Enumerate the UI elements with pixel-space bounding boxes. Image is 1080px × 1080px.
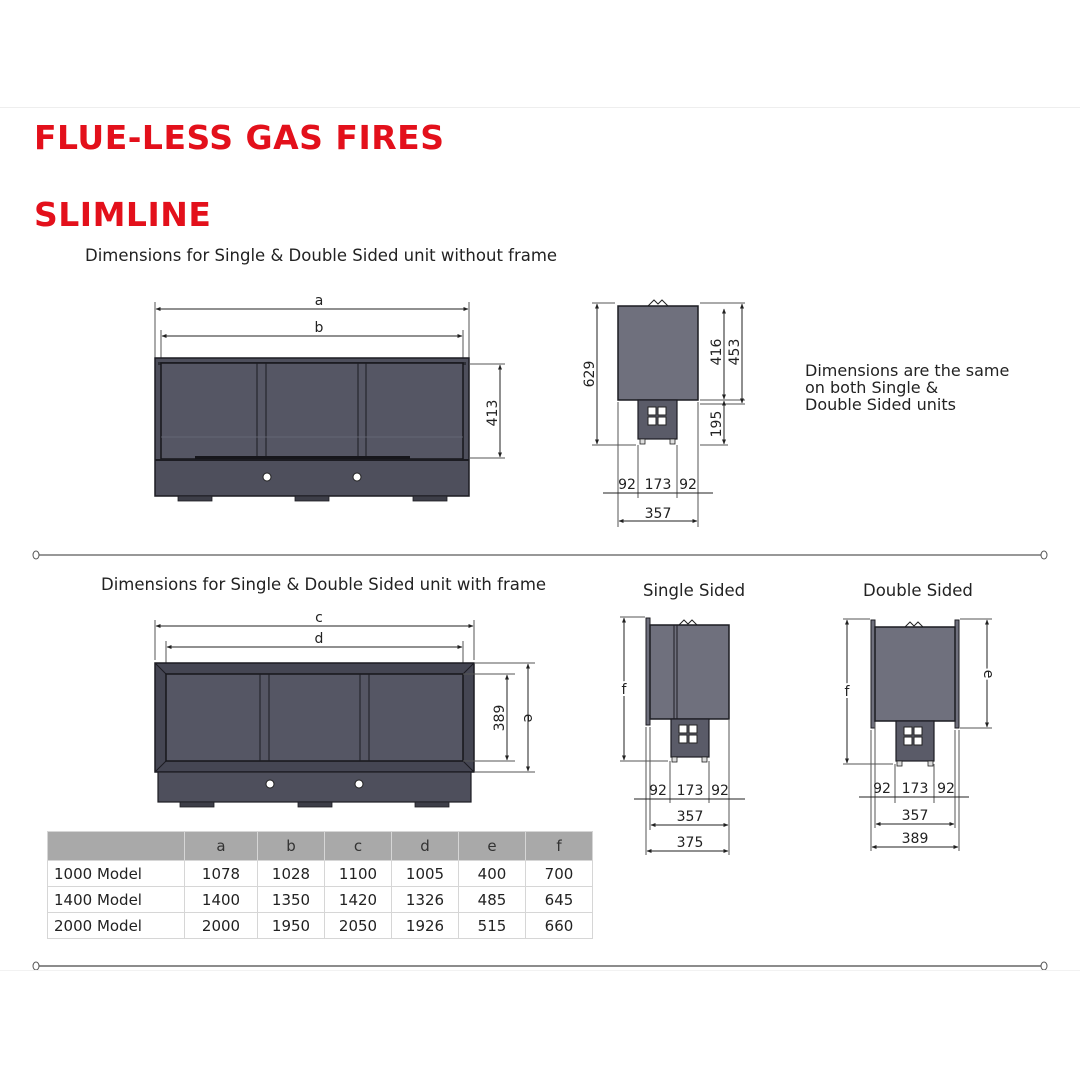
dim-173-single-label: 173	[677, 783, 704, 799]
dim-416-label: 416	[709, 339, 725, 366]
dim-b-label: b	[315, 320, 324, 336]
table-cell: 400	[458, 860, 526, 887]
dim-413-label: 413	[485, 400, 501, 427]
dim-d-label: d	[315, 631, 324, 647]
dim-173-label: 173	[645, 477, 672, 493]
double-sided-label: Double Sided	[863, 581, 973, 600]
table-cell: 700	[525, 860, 593, 887]
dim-389-double-label: 389	[902, 831, 929, 847]
table-cell: 1078	[184, 860, 258, 887]
dim-375-single-label: 375	[677, 835, 704, 851]
column-header-d: d	[391, 831, 459, 861]
single-sided-view	[620, 616, 745, 855]
dim-c-label: c	[315, 610, 323, 626]
dim-e-double-label: e	[980, 670, 996, 679]
column-header-e: e	[458, 831, 526, 861]
table-cell: 2050	[324, 912, 392, 939]
table-cell: 515	[458, 912, 526, 939]
column-header-a: a	[184, 831, 258, 861]
table-cell: 1028	[257, 860, 325, 887]
side-view-without-frame	[592, 299, 745, 527]
front-view-with-frame	[154, 620, 535, 808]
dim-173-double-label: 173	[902, 781, 929, 797]
column-header-model	[47, 831, 185, 861]
table-row: 2000 Model 2000 1950 2050 1926 515 660	[47, 912, 593, 939]
column-header-b: b	[257, 831, 325, 861]
table-cell: 1100	[324, 860, 392, 887]
dim-195-label: 195	[709, 411, 725, 438]
front-view-without-frame	[154, 302, 505, 502]
same-dimensions-note: Dimensions are the same on both Single &…	[805, 362, 1045, 413]
page-title: FLUE-LESS GAS FIRES	[34, 118, 445, 157]
dimensions-table: a b c d e f 1000 Model 1078 1028 1100 10…	[47, 831, 593, 939]
single-sided-label: Single Sided	[643, 581, 746, 600]
table-row: 1000 Model 1078 1028 1100 1005 400 700	[47, 860, 593, 887]
column-header-f: f	[525, 831, 593, 861]
column-header-c: c	[324, 831, 392, 861]
top-divider	[0, 107, 1080, 108]
table-header-row: a b c d e f	[47, 831, 593, 861]
dim-a-label: a	[315, 293, 324, 309]
dim-f-double-label: f	[845, 684, 851, 700]
dim-453-label: 453	[727, 339, 743, 366]
dim-92-left-single-label: 92	[649, 783, 667, 799]
note-line: Double Sided units	[805, 395, 956, 414]
model-name-cell: 2000 Model	[47, 912, 185, 939]
section-divider	[32, 961, 1048, 971]
table-row: 1400 Model 1400 1350 1420 1326 485 645	[47, 886, 593, 913]
dim-357-double-label: 357	[902, 808, 929, 824]
caption-with-frame: Dimensions for Single & Double Sided uni…	[101, 575, 547, 594]
double-sided-view	[843, 618, 992, 851]
dim-389-label: 389	[492, 705, 508, 732]
table-cell: 1926	[391, 912, 459, 939]
note-line: on both Single &	[805, 378, 939, 397]
dim-629-label: 629	[582, 361, 598, 388]
section-divider	[32, 550, 1048, 560]
dim-92-right-double-label: 92	[937, 781, 955, 797]
dim-357-label: 357	[645, 506, 672, 522]
bottom-divider	[0, 970, 1080, 971]
model-name-cell: 1400 Model	[47, 886, 185, 913]
dim-92-right-label: 92	[679, 477, 697, 493]
note-line: Dimensions are the same	[805, 361, 1010, 380]
model-name-cell: 1000 Model	[47, 860, 185, 887]
caption-without-frame: Dimensions for Single & Double Sided uni…	[85, 246, 558, 265]
table-cell: 645	[525, 886, 593, 913]
table-cell: 2000	[184, 912, 258, 939]
dim-92-left-double-label: 92	[873, 781, 891, 797]
table-cell: 1005	[391, 860, 459, 887]
dim-f-single-label: f	[622, 682, 628, 698]
dim-92-left-label: 92	[618, 477, 636, 493]
table-cell: 1350	[257, 886, 325, 913]
table-cell: 1950	[257, 912, 325, 939]
table-cell: 1420	[324, 886, 392, 913]
dim-357-single-label: 357	[677, 809, 704, 825]
table-cell: 485	[458, 886, 526, 913]
table-cell: 1326	[391, 886, 459, 913]
table-cell: 1400	[184, 886, 258, 913]
table-cell: 660	[525, 912, 593, 939]
product-title: SLIMLINE	[34, 195, 212, 234]
dim-92-right-single-label: 92	[711, 783, 729, 799]
dim-e-label: e	[520, 714, 536, 723]
